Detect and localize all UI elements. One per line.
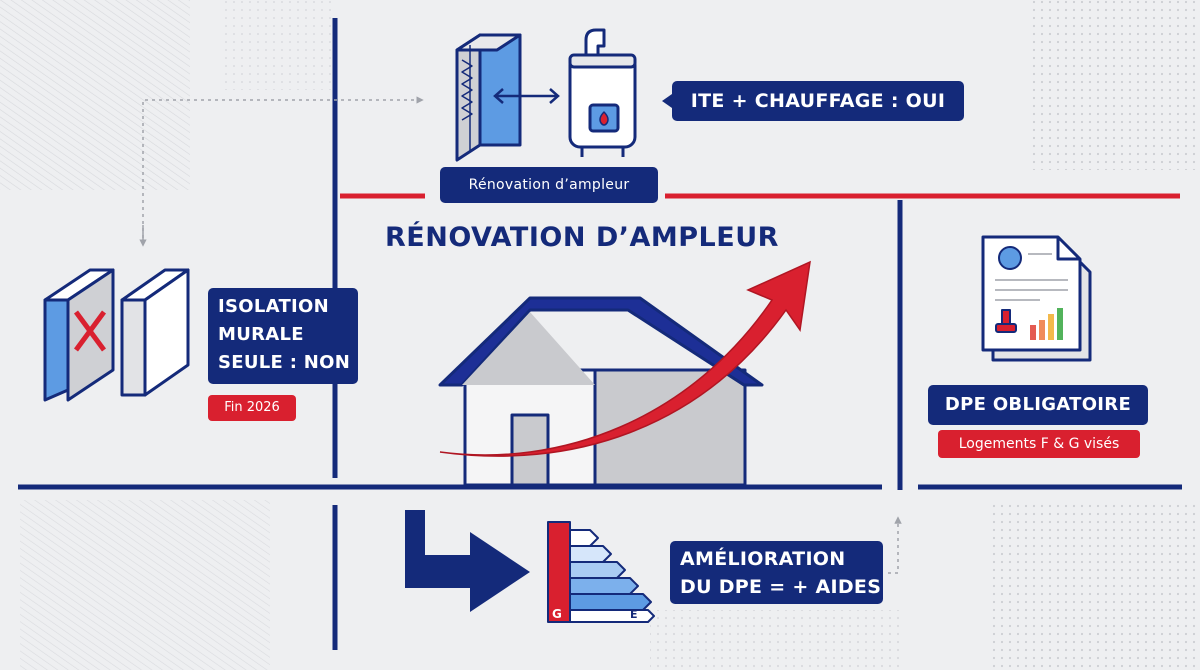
energy-label-e: E xyxy=(630,608,638,621)
improvement-line-1: AMÉLIORATION xyxy=(680,548,846,570)
rising-arrow-icon xyxy=(439,260,811,457)
connector-bottom-to-right xyxy=(888,516,902,574)
dashed-connectors xyxy=(139,96,902,574)
left-title-line-1: ISOLATION xyxy=(218,296,330,317)
double-arrow-icon xyxy=(493,88,560,104)
left-title-line-2: MURALE xyxy=(218,324,304,345)
left-title-line-3: SEULE : NON xyxy=(218,352,351,373)
insulation-panel-icon xyxy=(455,33,522,162)
deadline-badge: Fin 2026 xyxy=(208,395,296,421)
navy-turn-arrow-icon xyxy=(405,510,530,612)
renovation-badge: Rénovation d’ampleur xyxy=(440,167,658,203)
energy-label-g: G xyxy=(552,607,562,621)
rejected-panel-icon xyxy=(43,268,115,402)
grid-lines xyxy=(18,18,1182,650)
connector-left-to-top xyxy=(142,96,424,238)
dpe-improvement-tag: AMÉLIORATION DU DPE = + AIDES xyxy=(670,541,883,604)
top-result-tag-pointer xyxy=(662,94,672,108)
house-icon xyxy=(438,296,764,487)
dpe-required-tag: DPE OBLIGATOIRE xyxy=(928,385,1148,425)
dpe-document-icon xyxy=(981,235,1092,362)
top-result-tag: ITE + CHAUFFAGE : OUI xyxy=(672,81,964,121)
boiler-icon xyxy=(568,28,637,157)
left-result-tag: ISOLATION MURALE SEULE : NON xyxy=(208,288,358,384)
improvement-line-2: DU DPE = + AIDES xyxy=(680,576,882,598)
plain-panel-icon xyxy=(120,268,190,397)
page-title: RÉNOVATION D’AMPLEUR xyxy=(385,222,779,253)
dpe-target-badge: Logements F & G visés xyxy=(938,430,1140,458)
energy-scale-icon xyxy=(547,521,655,623)
